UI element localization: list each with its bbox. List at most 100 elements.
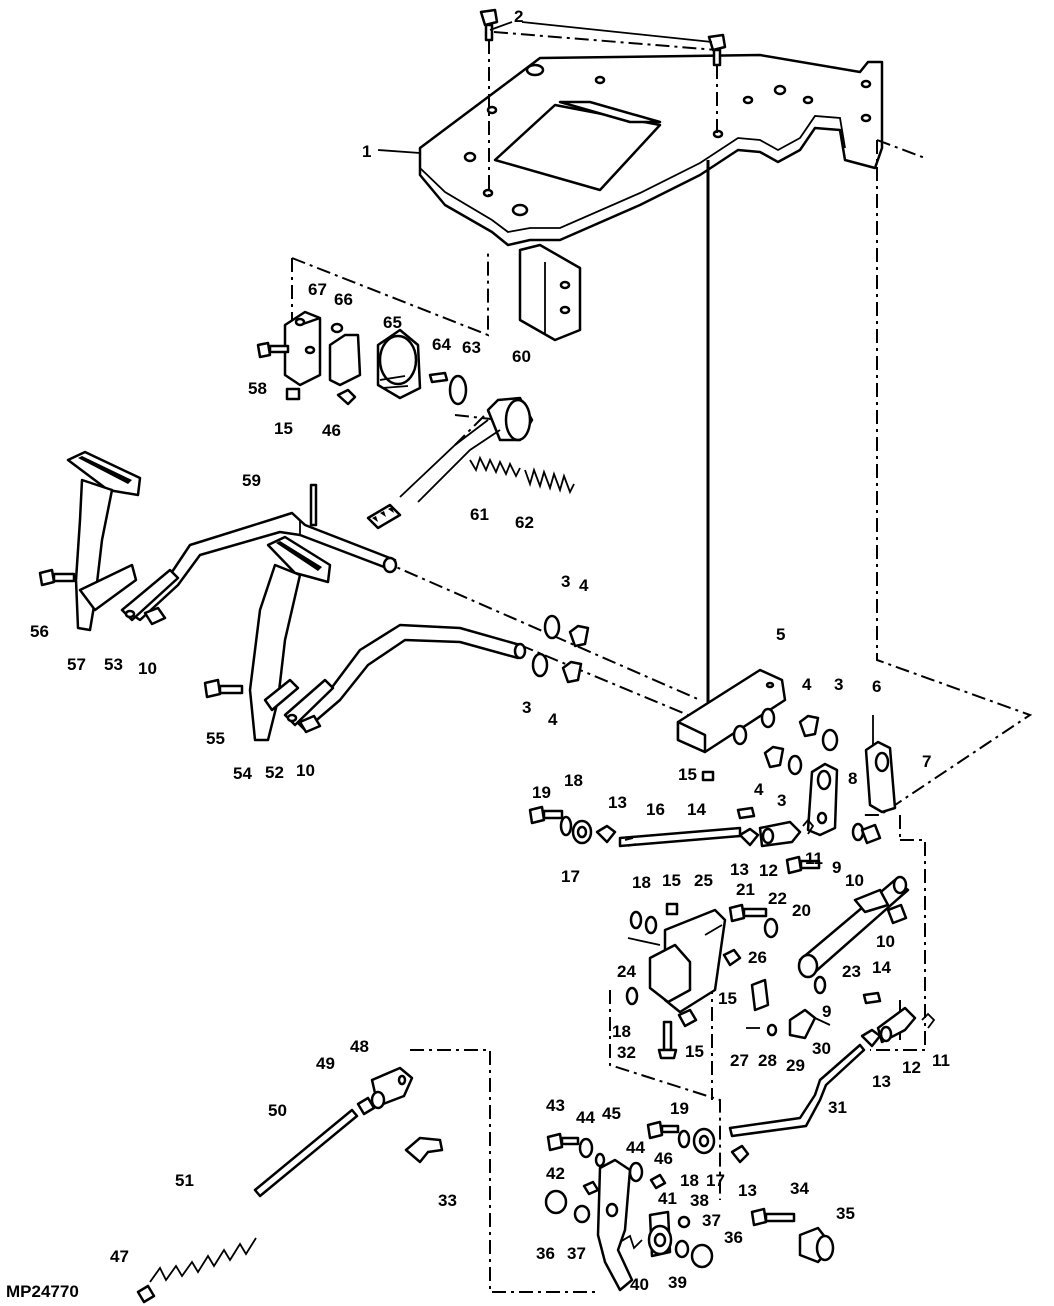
washer-3-b	[531, 652, 549, 678]
bolt-19-a	[528, 805, 564, 825]
callout-3-b: 3	[522, 698, 531, 717]
callout-49: 49	[316, 1054, 335, 1073]
spring-40	[619, 1234, 643, 1250]
spacer-17-b	[692, 1127, 716, 1155]
nut-15-mid	[701, 770, 715, 782]
callout-4-d: 4	[754, 780, 764, 799]
callout-50: 50	[268, 1101, 287, 1120]
callout-12-b: 12	[902, 1058, 921, 1077]
arm-41	[596, 1158, 634, 1292]
pin-14-b	[862, 991, 882, 1005]
callout-38: 38	[690, 1191, 709, 1210]
callout-35: 35	[836, 1204, 855, 1223]
callout-4-c: 4	[802, 675, 812, 694]
callout-13-d: 13	[738, 1181, 757, 1200]
callout-15-d: 15	[718, 989, 737, 1008]
callout-13-c: 13	[872, 1072, 891, 1091]
callout-4-a: 4	[579, 576, 589, 595]
callout-10-d: 10	[876, 932, 895, 951]
callout-14-a: 14	[687, 800, 706, 819]
callout-29: 29	[786, 1056, 805, 1075]
pedal-shaft-lower	[293, 623, 527, 732]
callout-48: 48	[350, 1037, 369, 1056]
callout-9-a: 9	[832, 858, 841, 877]
callout-46-lower: 46	[654, 1149, 673, 1168]
clip-33	[404, 1136, 444, 1164]
plate-26	[750, 978, 770, 1012]
washer-9-b	[813, 975, 827, 995]
callout-52: 52	[265, 763, 284, 782]
callout-11-a: 11	[805, 849, 823, 868]
callout-62: 62	[515, 513, 534, 532]
callout-7: 7	[922, 752, 931, 771]
callout-27: 27	[730, 1051, 749, 1070]
nut-15-c	[665, 902, 679, 916]
figure-id: MP24770	[6, 1282, 79, 1301]
callout-24: 24	[617, 962, 636, 981]
pin-64	[428, 371, 449, 384]
washer-3-a	[543, 614, 561, 640]
callout-53: 53	[104, 655, 123, 674]
spring-61	[469, 455, 521, 479]
washer-3-d	[787, 754, 803, 776]
bushing-4-a	[568, 624, 590, 648]
nut-49	[356, 1096, 376, 1116]
washer-18-c	[644, 915, 658, 935]
washer-28	[766, 1023, 778, 1037]
callout-3-c: 3	[834, 675, 843, 694]
switch-bracket-67	[283, 310, 322, 387]
callout-36-a: 36	[536, 1244, 555, 1263]
callout-1: 1	[362, 142, 371, 161]
cover-65	[376, 328, 422, 400]
callout-65: 65	[383, 313, 402, 332]
bolt-34	[750, 1207, 796, 1227]
callout-3-a: 3	[561, 572, 570, 591]
arm-8	[806, 762, 839, 837]
callout-42: 42	[546, 1164, 565, 1183]
bolt-55	[203, 678, 244, 699]
bracket-25	[648, 908, 727, 1014]
callout-32: 32	[617, 1043, 636, 1062]
leader-lines	[377, 21, 713, 154]
callout-59: 59	[242, 471, 261, 490]
callout-3-d: 3	[777, 791, 786, 810]
bearing-39	[647, 1210, 673, 1258]
callout-45: 45	[602, 1104, 621, 1123]
callout-39: 39	[668, 1273, 687, 1292]
nut-10-lower	[298, 714, 322, 734]
bushing-4-b	[561, 660, 583, 684]
bracket-52	[283, 678, 335, 727]
bracket-5	[676, 668, 787, 754]
callout-54: 54	[233, 764, 252, 783]
shaft-23	[797, 875, 910, 979]
washer-36-b	[690, 1243, 714, 1269]
screw-58	[256, 341, 290, 359]
plate-66	[328, 322, 362, 387]
mounting-plate	[418, 53, 884, 342]
callout-15-e: 15	[685, 1042, 704, 1061]
callout-13-b: 13	[730, 860, 749, 879]
callout-10-a: 10	[138, 659, 157, 678]
bushing-4-d	[763, 745, 785, 769]
nut-46-lower	[649, 1173, 667, 1190]
screw-30	[814, 1017, 831, 1026]
rod-16	[618, 826, 742, 848]
clip-11-a	[802, 818, 815, 835]
callout-labels: 1 2 67 66 65 64 63 60 58 15 46 59 61 62 …	[30, 7, 950, 1294]
callout-15-c: 15	[662, 871, 681, 890]
washer-18-a	[559, 815, 573, 837]
callout-37-a: 37	[702, 1211, 721, 1230]
screw-38	[677, 1215, 691, 1229]
washer-3-c	[821, 728, 839, 752]
callout-12-a: 12	[759, 861, 778, 880]
callout-8: 8	[848, 769, 857, 788]
clevis-48	[370, 1066, 414, 1110]
nut-13-b	[738, 827, 760, 847]
callout-57: 57	[67, 655, 86, 674]
callout-15-mid: 15	[678, 765, 697, 784]
washer-18-b	[629, 910, 643, 930]
clevis-12-a	[758, 820, 802, 848]
callout-19-a: 19	[532, 783, 551, 802]
assembly-lines	[291, 31, 1033, 1293]
bolt-2-left	[479, 8, 499, 42]
